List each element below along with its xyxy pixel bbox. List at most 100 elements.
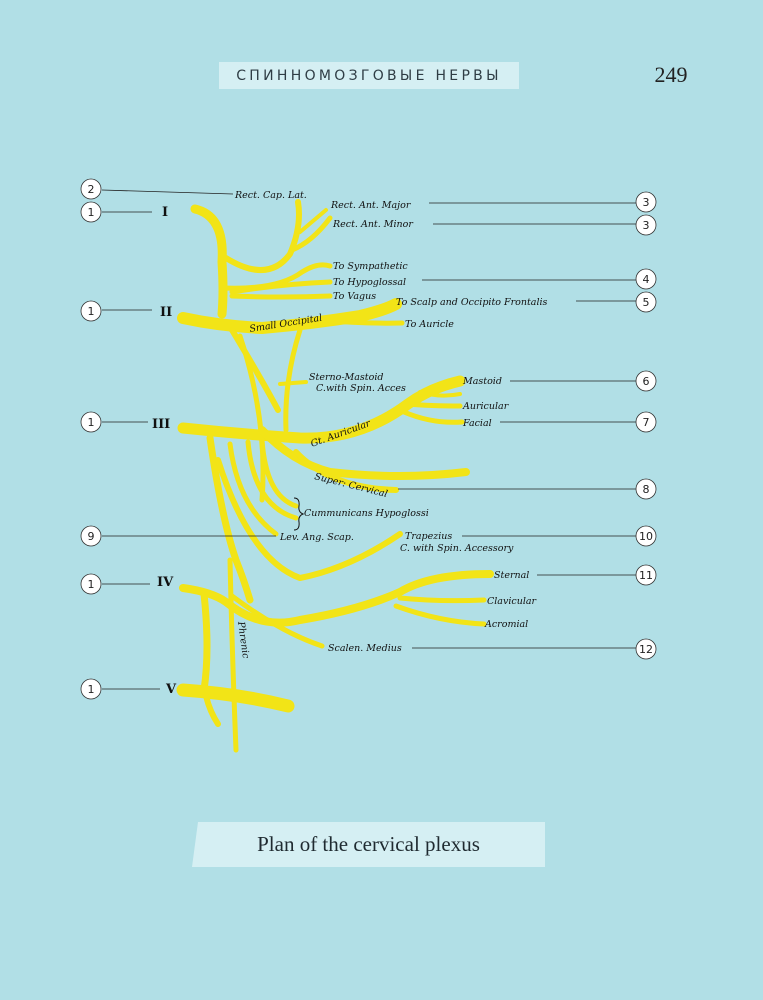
scalen-medius-nerve [229, 593, 325, 649]
super-cervical-lower [293, 449, 399, 493]
svg-text:1: 1 [88, 416, 95, 429]
root-i-nerve [190, 204, 228, 319]
rect-ant-minor-nerve [289, 215, 333, 253]
label-to-hypoglossal: To Hypoglossal [333, 277, 406, 288]
communicans-hypoglossi-nerve [259, 437, 299, 509]
trapezius-nerve [215, 457, 403, 581]
svg-text:3: 3 [643, 219, 650, 232]
label-scalen-medius: Scalen. Medius [328, 643, 402, 654]
svg-text:5: 5 [643, 296, 650, 309]
root-label-v: V [165, 682, 177, 697]
label-lev-ang-scap: Lev. Ang. Scap. [279, 532, 354, 543]
label-to-sympathetic: To Sympathetic [333, 261, 408, 272]
root-v-trunk [176, 683, 295, 713]
mastoid-twig [418, 390, 462, 398]
root-iv-trunk [179, 570, 494, 627]
callout-10: 10 [635, 525, 657, 547]
callout-3b: 3 [635, 214, 657, 236]
label-auricular: Auricular [462, 401, 510, 412]
label-rect-cap-lat: Rect. Cap. Lat. [234, 190, 307, 201]
label-sterno-mastoid: Sterno-Mastoid [309, 372, 383, 383]
auricular-nerve [405, 401, 463, 409]
callout-1-iii: 1 [80, 411, 102, 433]
callout-9: 9 [80, 525, 102, 547]
callout-1-ii: 1 [80, 300, 102, 322]
running-header-title: СПИННОМОЗГОВЫЕ НЕРВЫ [236, 67, 502, 84]
root-v-descending [203, 693, 221, 727]
root-ii-descending-b [283, 327, 303, 433]
callout-1-v: 1 [80, 678, 102, 700]
nerve-network [176, 199, 494, 753]
svg-text:11: 11 [639, 569, 653, 582]
phrenic-nerve [227, 557, 239, 753]
svg-text:8: 8 [643, 483, 650, 496]
leader-lines [101, 189, 636, 690]
label-c-with-spin-accessory: C. with Spin. Accessory [400, 543, 514, 554]
label-communicans-hypoglossi: Cummunicans Hypoglossi [304, 508, 429, 519]
root-iv-descending [200, 590, 211, 694]
svg-text:1: 1 [88, 206, 95, 219]
rect-ant-minor-twig [298, 208, 328, 234]
facial-nerve [401, 409, 465, 425]
label-to-scalp: To Scalp and Occipito Frontalis [396, 297, 548, 308]
root-ii-descending-c [237, 333, 266, 503]
svg-text:10: 10 [639, 530, 653, 543]
to-vagus-nerve [229, 293, 333, 300]
svg-text:7: 7 [643, 416, 650, 429]
descending-trunk [206, 434, 254, 604]
callout-7: 7 [635, 411, 657, 433]
root-label-ii: II [160, 305, 172, 320]
running-header: СПИННОМОЗГОВЫЕ НЕРВЫ [219, 62, 519, 89]
svg-text:1: 1 [88, 305, 95, 318]
svg-text:9: 9 [88, 530, 95, 543]
label-to-vagus: To Vagus [333, 291, 376, 302]
label-facial: Facial [462, 418, 492, 429]
figure-caption: Plan of the cervical plexus [192, 822, 545, 867]
root-ii-trunk [177, 298, 402, 334]
sterno-mastoid-nerve [278, 380, 308, 386]
root-ii-descending-a [229, 327, 281, 413]
callout-8: 8 [635, 478, 657, 500]
callouts: 2 1 1 1 9 1 1 3 3 4 5 6 7 8 10 11 12 [80, 178, 657, 700]
label-acromial: Acromial [484, 619, 528, 630]
caption-background [192, 822, 545, 867]
callout-12: 12 [635, 638, 657, 660]
lev-ang-scap-nerve [227, 441, 279, 537]
page-number: 249 [654, 62, 688, 87]
communicans-hypoglossi-nerve-b [245, 439, 299, 521]
callout-1-iv: 1 [80, 573, 102, 595]
to-auricle-nerve [317, 317, 405, 326]
svg-text:3: 3 [643, 196, 650, 209]
rect-ant-major-nerve [223, 199, 302, 274]
label-trapezius: Trapezius [405, 531, 452, 542]
svg-text:2: 2 [88, 183, 95, 196]
figure-caption-text: Plan of the cervical plexus [257, 832, 480, 856]
svg-text:1: 1 [88, 683, 95, 696]
callout-1-i: 1 [80, 201, 102, 223]
label-to-auricle: To Auricle [405, 319, 454, 330]
acromial-nerve [393, 603, 487, 627]
callout-4: 4 [635, 268, 657, 290]
super-cervical-nerve [258, 426, 470, 480]
root-label-i: I [162, 205, 168, 220]
callout-5: 5 [635, 291, 657, 313]
callout-11: 11 [635, 564, 657, 586]
to-hypoglossal-nerve [229, 279, 333, 295]
label-sternal: Sternal [494, 570, 529, 581]
svg-text:6: 6 [643, 375, 650, 388]
label-c-with-spin-acces: C.with Spin. Acces [316, 383, 406, 394]
callout-2: 2 [80, 178, 102, 200]
clavicular-nerve [397, 595, 487, 604]
callout-3a: 3 [635, 191, 657, 213]
label-mastoid: Mastoid [462, 376, 502, 387]
label-clavicular: Clavicular [487, 596, 538, 607]
callout-6: 6 [635, 370, 657, 392]
label-rect-ant-minor: Rect. Ant. Minor [332, 219, 414, 230]
svg-text:4: 4 [643, 273, 650, 286]
svg-text:1: 1 [88, 578, 95, 591]
label-rect-ant-major: Rect. Ant. Major [330, 200, 412, 211]
root-label-iv: IV [157, 575, 174, 590]
communicans-brace [293, 497, 305, 531]
root-label-iii: III [152, 417, 170, 432]
